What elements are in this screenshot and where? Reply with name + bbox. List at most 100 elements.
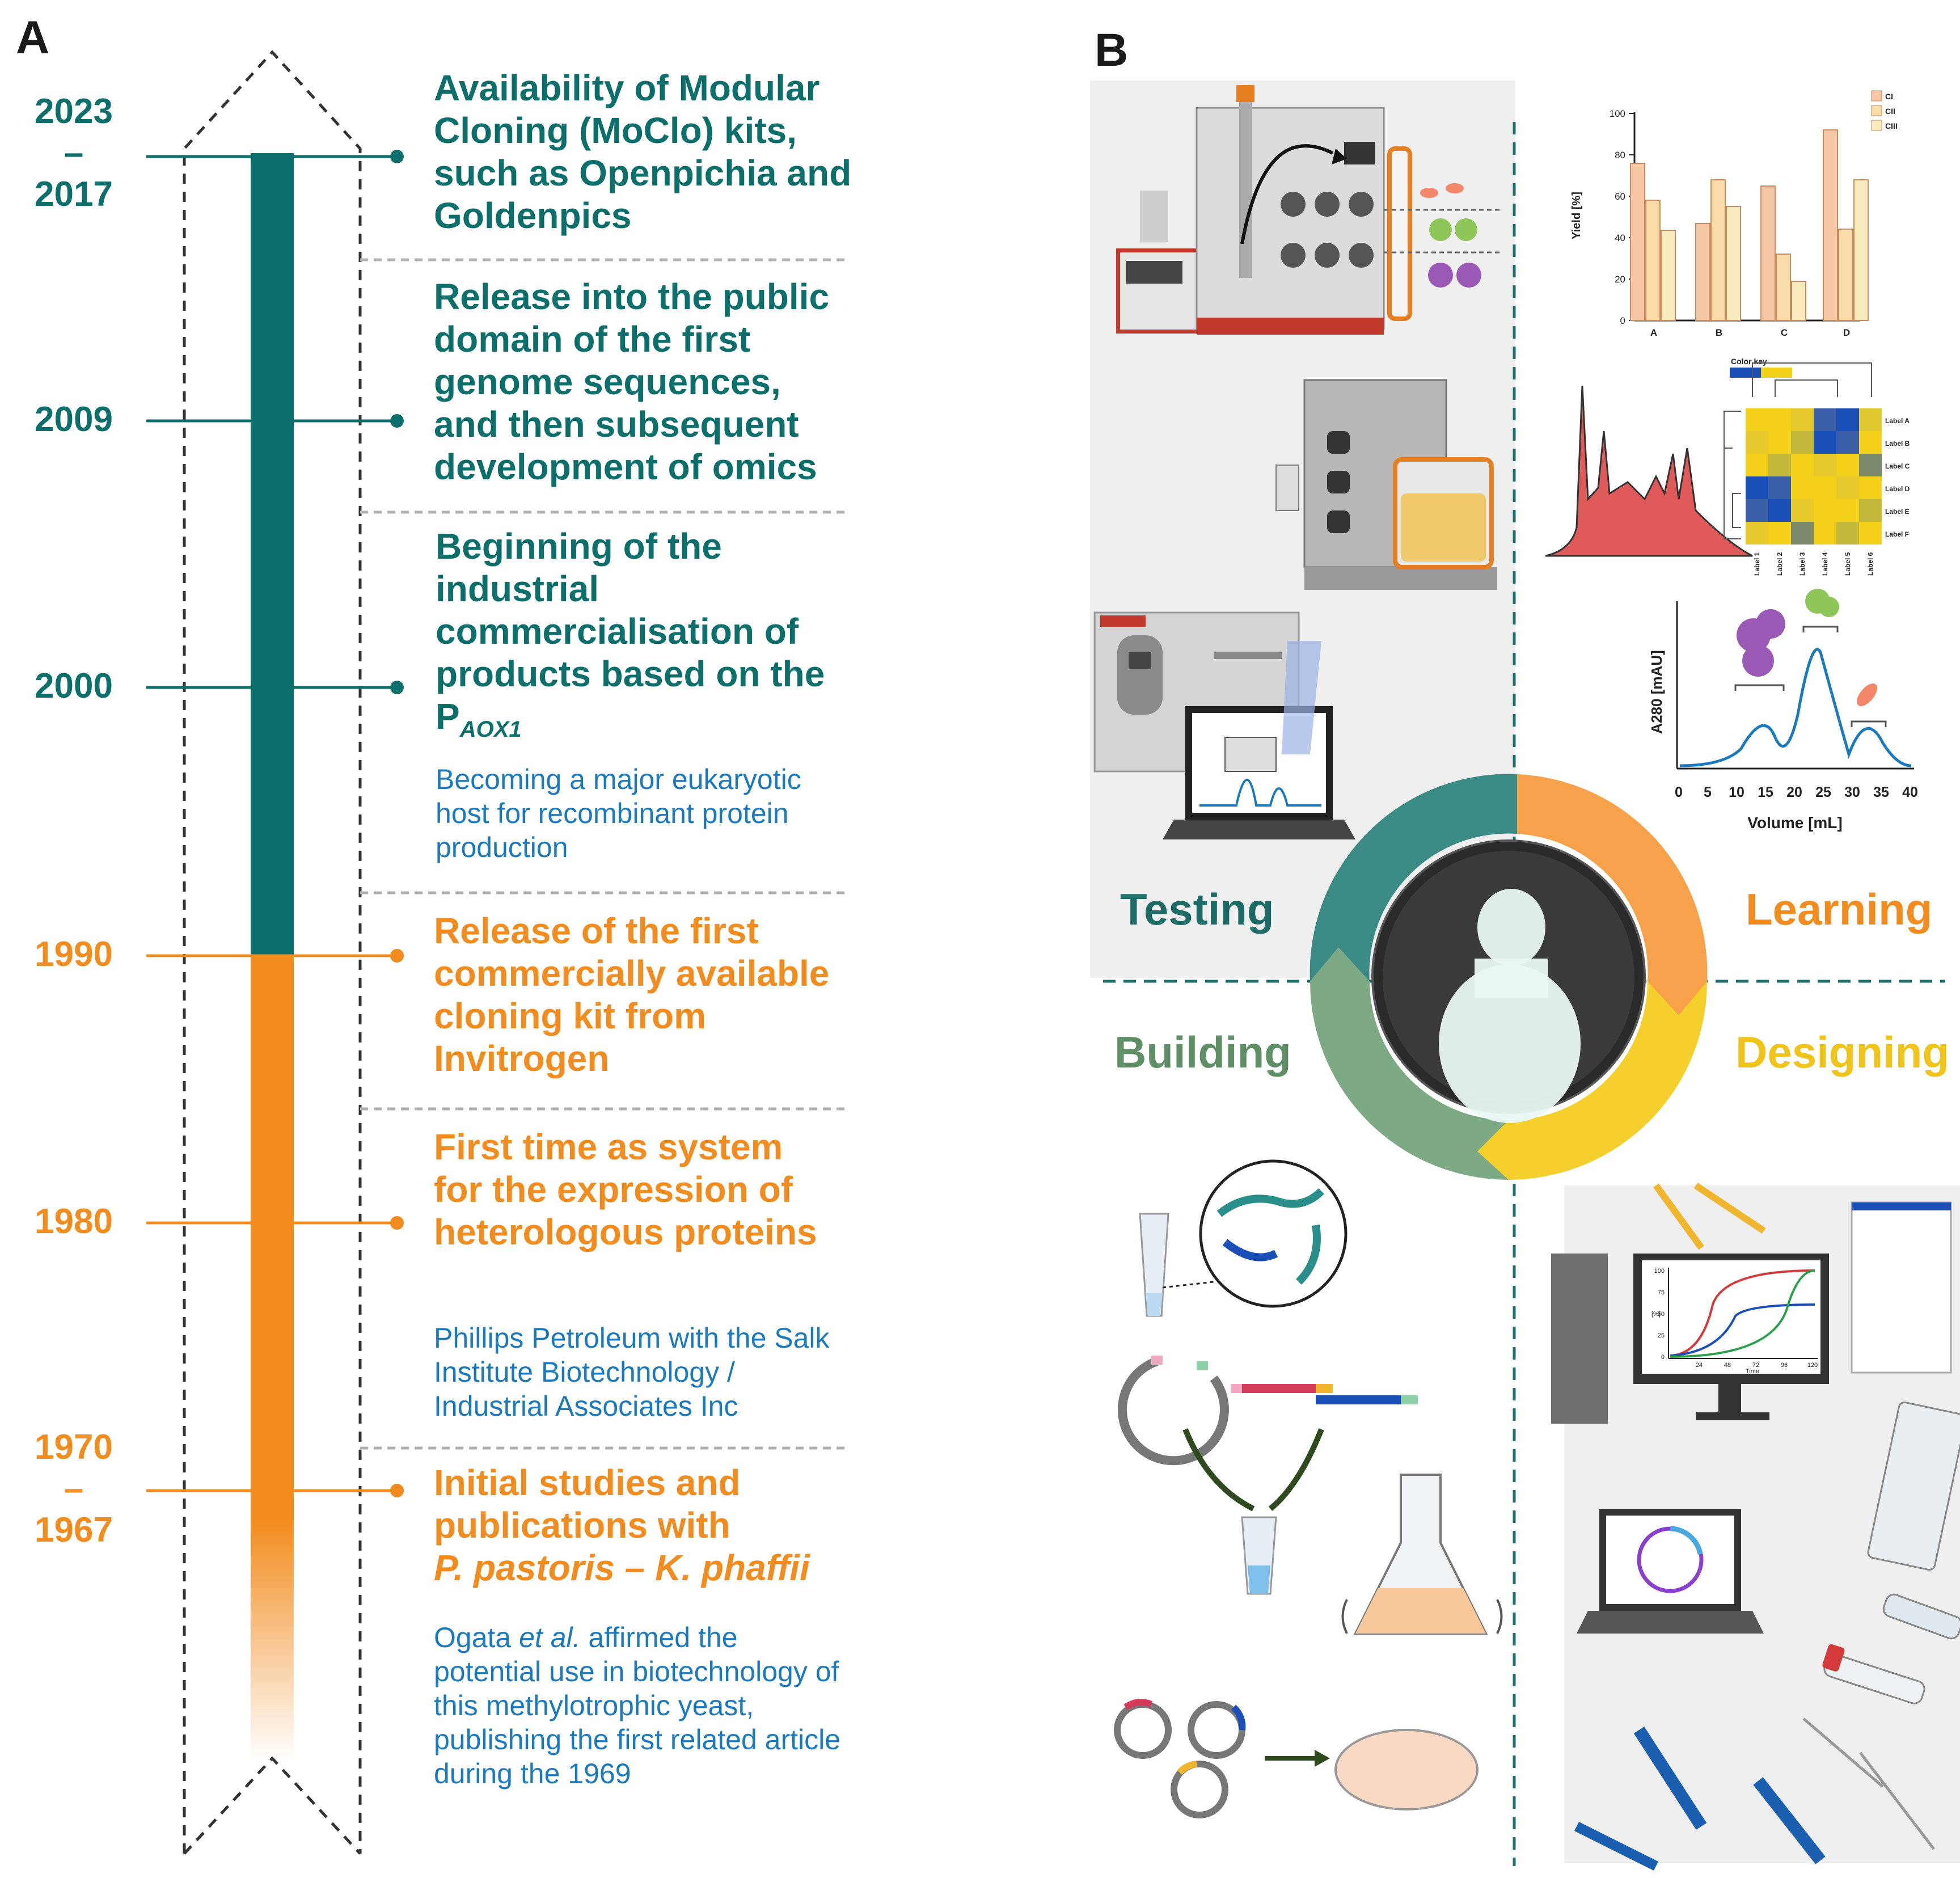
sec-x-tick: 25 <box>1815 784 1831 800</box>
growth-ylabel: [%] <box>1651 1311 1661 1318</box>
sec-chromatogram: A280 [mAU] 0 5 10 15 20 25 30 35 40 Volu… <box>1648 589 1918 832</box>
heatmap-col-label: Label 6 <box>1866 552 1874 576</box>
learning-arc <box>1517 774 1708 981</box>
growth-y-tick: 50 <box>1658 1311 1665 1318</box>
bar <box>1853 179 1869 321</box>
timeline-graphic <box>146 50 848 1855</box>
building-arc <box>1310 981 1509 1180</box>
event-invitrogen-kit: Release of the first commercially availa… <box>434 910 830 1079</box>
bar <box>1726 206 1741 321</box>
falcon-tubes-icon <box>1822 1593 1960 1704</box>
heatmap-col-label: Label 2 <box>1776 552 1784 576</box>
yeast-cell-icon <box>1439 889 1581 1123</box>
growth-x-tick: 96 <box>1781 1362 1788 1369</box>
y-tick: 0 <box>1620 315 1625 326</box>
bar <box>1838 229 1853 321</box>
bar <box>1776 254 1791 321</box>
heatmap-col-label: Label 5 <box>1844 552 1852 576</box>
plasmids-petri-icon <box>1114 1699 1479 1818</box>
heatmap-row-label: Label D <box>1885 485 1910 493</box>
dna-sample-icon <box>1139 1159 1348 1317</box>
growth-y-tick: 0 <box>1661 1354 1665 1361</box>
bar <box>1791 281 1806 321</box>
y-tick: 100 <box>1610 108 1625 119</box>
sec-x-tick: 5 <box>1704 784 1712 800</box>
color-key-label: Color key <box>1731 357 1767 366</box>
growth-y-tick: 100 <box>1654 1268 1665 1274</box>
legend-label: CIII <box>1885 121 1898 130</box>
y-tick: 80 <box>1615 150 1625 161</box>
heatmap-col-label: Label 3 <box>1798 552 1806 576</box>
shake-flask-icon <box>1341 1474 1503 1635</box>
panel-b-label: B <box>1095 24 1129 76</box>
bar <box>1760 185 1776 321</box>
testing-label: Testing <box>1120 884 1274 934</box>
bar <box>1710 179 1726 321</box>
well-plate-icon <box>1867 1401 1960 1571</box>
y-tick: 20 <box>1615 274 1625 285</box>
legend-swatch <box>1871 90 1882 102</box>
year-1990: 1990 <box>35 935 113 974</box>
notepad-icon <box>1851 1201 1952 1374</box>
laptop-plasmid-map-icon <box>1577 1509 1764 1634</box>
computer-growth-curve-icon: 0 25 50 75 100 [%] 24 48 72 96 120 Time <box>1551 1254 1829 1424</box>
growth-y-tick: 25 <box>1658 1332 1665 1339</box>
growth-y-tick: 75 <box>1658 1289 1665 1296</box>
designing-label: Designing <box>1735 1027 1950 1077</box>
sec-xlabel: Volume [mL] <box>1747 814 1842 832</box>
fplc-system-icon <box>1116 85 1385 335</box>
x-tick: D <box>1843 327 1850 338</box>
event-major-host-note: Becoming a major eukaryotic host for rec… <box>436 763 801 863</box>
timeline-arrow-outline <box>183 50 362 1854</box>
heatmap-row-label: Label F <box>1885 530 1909 538</box>
event-ogata-note: Ogata et al. affirmed the potential use … <box>434 1622 841 1790</box>
red-chromatogram <box>1545 385 1753 557</box>
event-moclo-kits: Availability of Modular Cloning (MoClo) … <box>434 67 852 236</box>
sec-x-tick: 40 <box>1902 784 1918 800</box>
sec-x-tick: 0 <box>1675 784 1683 800</box>
x-tick: A <box>1650 327 1657 338</box>
legend-label: CI <box>1885 92 1893 101</box>
x-tick: B <box>1716 327 1722 338</box>
growth-x-tick: 72 <box>1752 1362 1759 1369</box>
sec-ylabel: A280 [mAU] <box>1648 650 1665 733</box>
x-tick: C <box>1781 327 1788 338</box>
heatmap: Color key Label A Label B Label C Label … <box>1724 357 1910 576</box>
designing-arc <box>1509 981 1707 1180</box>
heatmap-row-label: Label C <box>1885 462 1910 470</box>
heatmap-col-label: Label 1 <box>1753 552 1761 576</box>
year-2009: 2009 <box>35 400 113 439</box>
sec-x-tick: 30 <box>1844 784 1860 800</box>
yield-bar-chart: 0 20 40 60 80 100 Yield [%] A B C D <box>1570 90 1898 338</box>
bar <box>1695 223 1710 321</box>
growth-x-tick: 120 <box>1807 1362 1818 1369</box>
bar <box>1661 230 1676 321</box>
heatmap-row-label: Label A <box>1885 417 1910 425</box>
growth-x-tick: 48 <box>1724 1362 1731 1369</box>
sec-x-tick: 15 <box>1758 784 1773 800</box>
growth-x-tick: 24 <box>1696 1362 1703 1369</box>
bar <box>1823 129 1838 321</box>
panel-a-label: A <box>16 12 50 64</box>
dbtl-panel: 0 20 40 60 80 100 Yield [%] A B C D <box>1090 81 1960 1871</box>
year-range-1970-1967: 1970–1967 <box>35 1428 113 1550</box>
year-1980: 1980 <box>35 1202 113 1241</box>
y-tick: 40 <box>1615 233 1625 243</box>
y-tick: 60 <box>1615 191 1625 202</box>
building-label: Building <box>1114 1027 1291 1077</box>
learning-label: Learning <box>1746 884 1933 934</box>
testing-arc <box>1310 774 1517 981</box>
laptop-chromatogram-icon <box>1163 641 1355 839</box>
bar <box>1645 200 1661 321</box>
dbtl-cycle-ring <box>1310 774 1708 1180</box>
heatmap-col-label: Label 4 <box>1821 552 1829 576</box>
bar-chart-ylabel: Yield [%] <box>1570 192 1583 239</box>
legend-swatch <box>1871 120 1882 131</box>
year-range-2023-2017: 2023–2017 <box>35 92 113 214</box>
legend-label: CII <box>1885 107 1895 116</box>
chromatography-column-icon <box>1384 146 1503 321</box>
heatmap-row-label: Label B <box>1885 440 1910 448</box>
plasmid-cloning-icon <box>1117 1356 1418 1595</box>
event-industrial-commercialisation: Beginning of the industrial commercialis… <box>436 526 825 742</box>
